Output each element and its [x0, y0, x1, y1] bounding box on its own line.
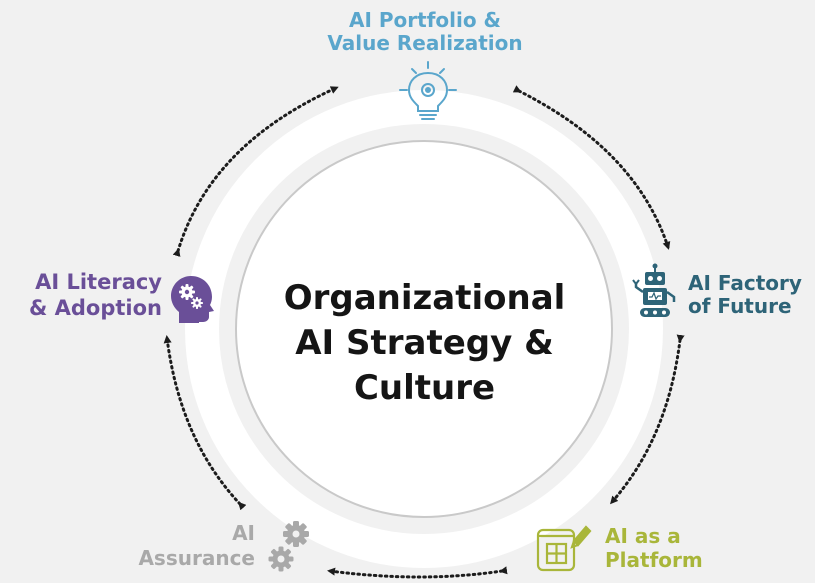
node-label-assurance-line-2: Assurance — [138, 546, 255, 570]
head-gears-icon — [171, 276, 214, 323]
outer-ring — [185, 90, 663, 568]
node-label-assurance: AI Assurance — [100, 521, 255, 571]
robot-icon — [632, 263, 676, 317]
center-title-line-2: AI Strategy & — [295, 323, 554, 363]
center-title: Organizational AI Strategy & Culture — [232, 276, 617, 411]
gears-icon — [268, 521, 309, 572]
arrow-factory-platform — [610, 334, 685, 505]
node-label-portfolio-line-1: AI Portfolio & — [348, 8, 501, 32]
node-label-portfolio-line-2: Value Realization — [327, 31, 523, 55]
arrow-assurance-literacy — [163, 335, 247, 511]
node-label-platform-line-1: AI as a — [605, 524, 681, 548]
node-label-portfolio: AI Portfolio & Value Realization — [300, 9, 550, 55]
node-label-literacy-line-2: & Adoption — [29, 296, 162, 321]
center-title-line-1: Organizational — [283, 278, 566, 318]
arrow-portfolio-factory — [512, 85, 671, 250]
node-label-platform: AI as a Platform — [605, 524, 703, 572]
arrow-literacy-portfolio — [172, 86, 339, 257]
node-label-factory-line-1: AI Factory — [688, 271, 802, 295]
node-label-literacy-line-1: AI Literacy — [35, 270, 162, 294]
blueprint-pencil-icon — [536, 525, 592, 572]
lightbulb-gear-icon — [399, 61, 457, 120]
node-label-literacy: AI Literacy & Adoption — [4, 269, 162, 322]
center-title-line-3: Culture — [353, 368, 496, 408]
node-label-assurance-line-1: AI — [232, 521, 255, 545]
node-label-factory-line-2: of Future — [688, 294, 792, 318]
node-label-factory: AI Factory of Future — [688, 272, 802, 318]
node-label-platform-line-2: Platform — [605, 548, 703, 572]
arrow-platform-assurance — [327, 566, 508, 579]
